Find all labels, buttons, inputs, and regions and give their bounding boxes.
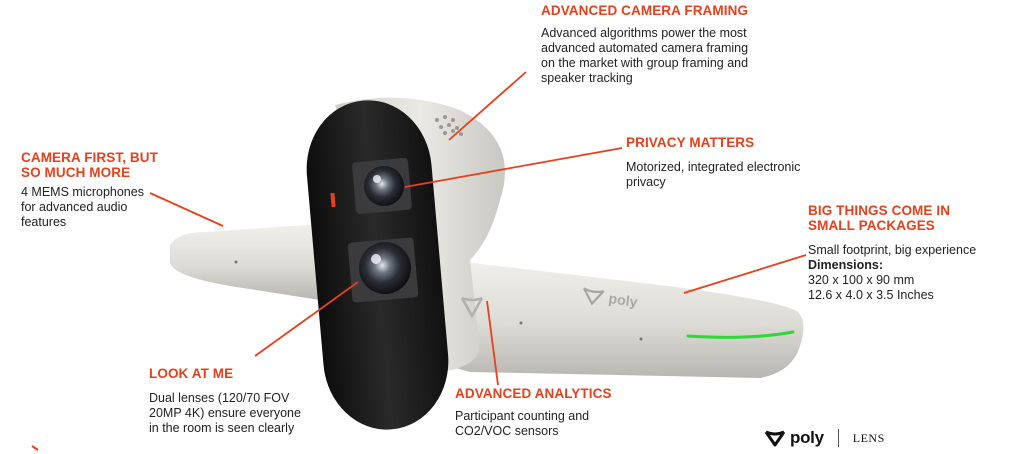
dimensions-mm: 320 x 100 x 90 mm	[808, 273, 915, 287]
brand-product: LENS	[852, 430, 885, 445]
speaker-grille	[435, 115, 463, 136]
callout-text: Small footprint, big experience	[808, 243, 977, 257]
left-base-arm	[170, 224, 320, 300]
poly-propeller-logo-icon	[764, 430, 786, 447]
callout-title: CAMERA FIRST, BUT SO MUCH MORE	[21, 150, 158, 180]
bottom-lens	[359, 242, 411, 294]
callout-camera-framing: ADVANCED CAMERA FRAMING Advanced algorit…	[541, 3, 748, 86]
brand-logo: poly LENS	[764, 428, 885, 448]
callout-text: Motorized, integrated electronic privacy	[626, 160, 801, 189]
leader-lines	[149, 71, 807, 386]
callout-camera-first: CAMERA FIRST, BUT SO MUCH MORE 4 MEMS mi…	[21, 150, 158, 230]
dimensions-label: Dimensions:	[808, 258, 884, 272]
device-propeller-logo	[460, 296, 484, 319]
callout-analytics: ADVANCED ANALYTICS Participant counting …	[455, 386, 612, 439]
callout-big-things: BIG THINGS COME IN SMALL PACKAGES Small …	[808, 203, 976, 303]
callout-title: PRIVACY MATTERS	[626, 135, 755, 150]
brand-divider	[837, 429, 839, 447]
callout-look-at-me: LOOK AT ME Dual lenses (120/70 FOV 20MP …	[149, 366, 301, 436]
callout-title: BIG THINGS COME IN SMALL PACKAGES	[808, 203, 951, 233]
dimensions-inches: 12.6 x 4.0 x 3.5 Inches	[808, 288, 934, 302]
status-light	[686, 330, 795, 339]
top-lens	[364, 166, 404, 206]
callout-title: ADVANCED ANALYTICS	[455, 386, 612, 401]
device-poly-logo: poly	[582, 287, 639, 310]
right-base-arm	[420, 258, 804, 378]
callout-text: Advanced algorithms power the most advan…	[541, 26, 749, 85]
callout-text: 4 MEMS microphones for advanced audio fe…	[21, 185, 144, 229]
callout-title: ADVANCED CAMERA FRAMING	[541, 3, 749, 18]
callout-text: Dual lenses (120/70 FOV 20MP 4K) ensure …	[149, 391, 301, 435]
callout-privacy: PRIVACY MATTERS Motorized, integrated el…	[626, 135, 800, 190]
svg-text:poly: poly	[608, 290, 639, 310]
brand-wordmark: poly	[790, 428, 824, 447]
callout-title: LOOK AT ME	[149, 366, 234, 381]
callout-text: Participant counting and CO2/VOC sensors	[455, 409, 590, 438]
